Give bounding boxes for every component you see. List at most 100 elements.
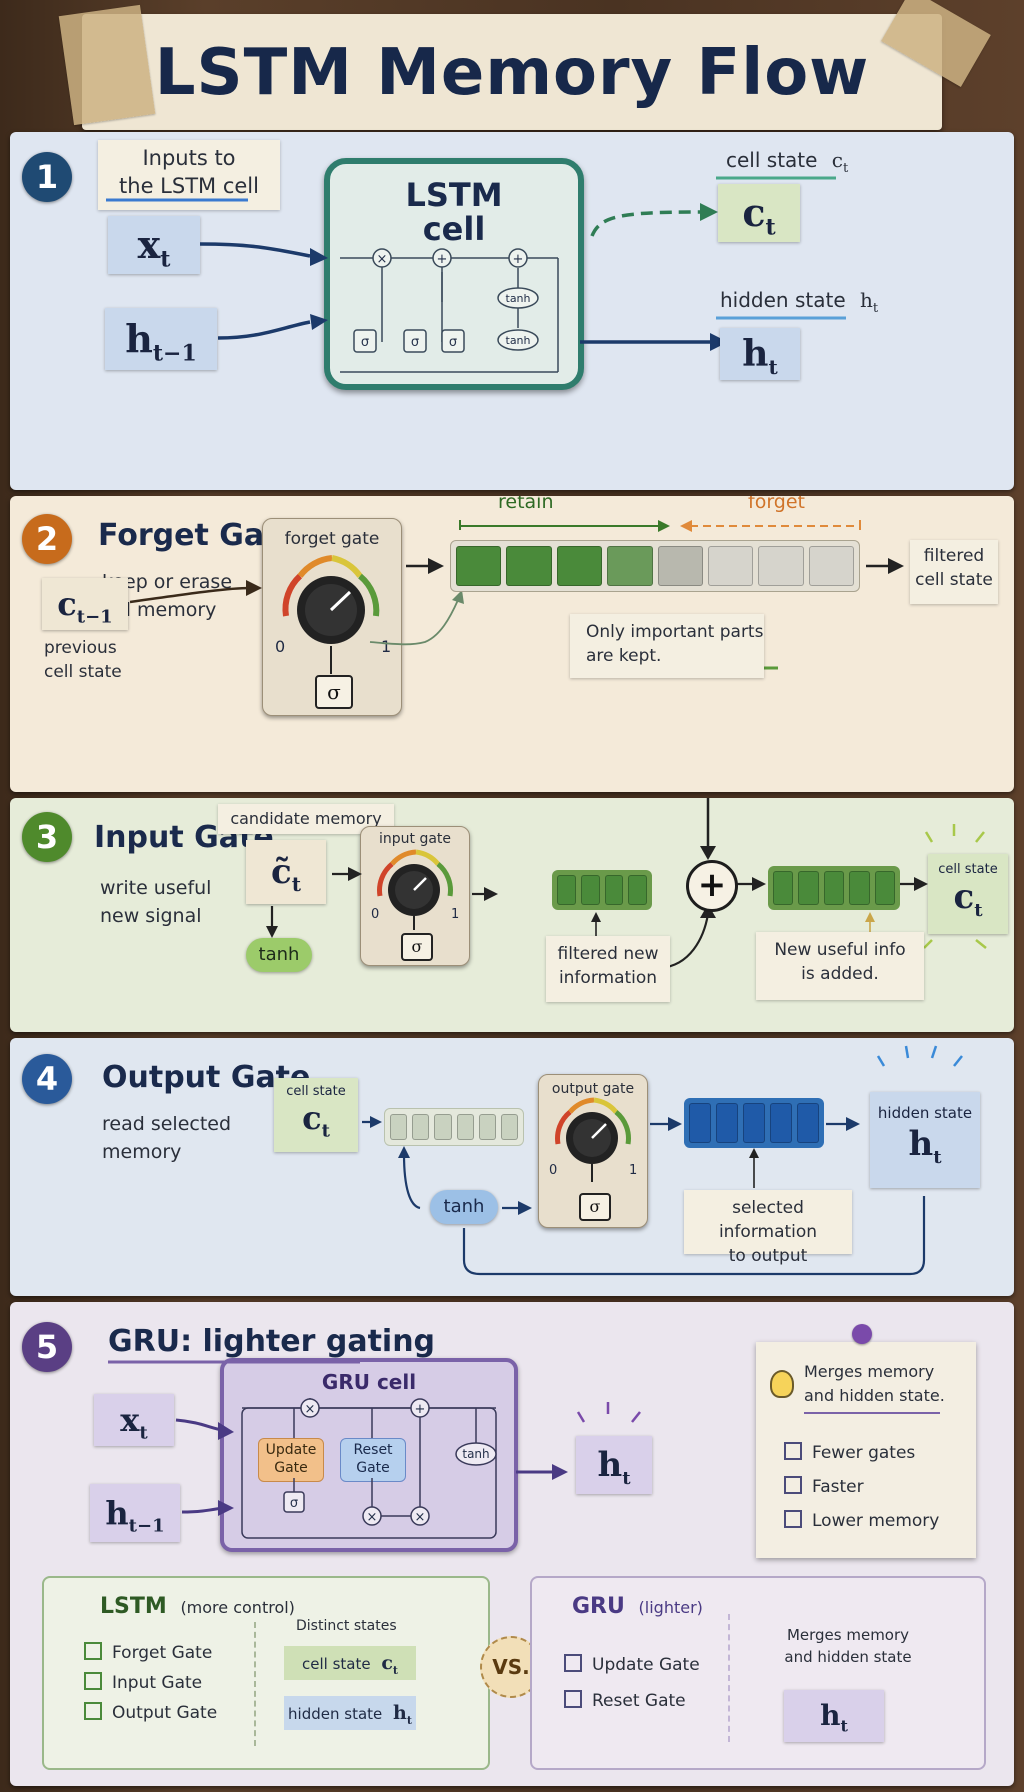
memory-block xyxy=(557,875,576,905)
input-gate-label: input gate xyxy=(378,831,452,847)
output-gate-graphics xyxy=(362,1045,963,1276)
memory-block xyxy=(773,871,794,905)
sticky-item-1: Fewer gates xyxy=(784,1442,915,1463)
checkbox-icon xyxy=(84,1702,102,1720)
lightbulb-icon xyxy=(770,1370,794,1398)
updated-memory-strip xyxy=(768,866,900,910)
gru-h-prev-symbol: h xyxy=(105,1494,129,1532)
gru-output-h-t: ht xyxy=(576,1436,652,1494)
memory-block xyxy=(770,1103,792,1143)
gru-op-multiply-1: × xyxy=(305,1402,316,1417)
output-hidden-state: hidden state ht xyxy=(870,1092,980,1188)
forget-memory-strip xyxy=(450,540,860,592)
memory-block xyxy=(456,546,502,586)
hidden-state-caption-sub: t xyxy=(872,301,879,316)
gru-input-h-prev: ht−1 xyxy=(90,1484,180,1542)
lstm-compare-title: LSTM (more control) xyxy=(100,1594,295,1619)
memory-block xyxy=(798,871,819,905)
c-prev-subscript: t−1 xyxy=(76,606,113,628)
step-number-3: 3 xyxy=(22,812,72,862)
forget-label: forget xyxy=(748,496,805,513)
section-forget-gate: 2 Forget Gate keep or erase old memory c… xyxy=(10,496,1014,792)
memory-block xyxy=(874,871,896,905)
forget-gate-label: forget gate xyxy=(284,529,380,549)
gru-x-t-subscript: t xyxy=(139,1422,148,1444)
selected-info-note: selected information to output xyxy=(684,1190,852,1266)
faded-memory-strip xyxy=(384,1108,524,1146)
input-x-t: xt xyxy=(108,216,200,274)
output-dial-max: 1 xyxy=(629,1163,638,1178)
memory-block xyxy=(657,546,703,586)
push-pin-icon xyxy=(852,1324,872,1344)
lstm-compare-subtitle: (more control) xyxy=(180,1598,295,1617)
memory-block xyxy=(808,546,854,586)
gru-merges-label: Merges memory and hidden state xyxy=(784,1626,912,1666)
gru-item-update: Update Gate xyxy=(564,1654,700,1675)
step-number-5: 5 xyxy=(22,1322,72,1372)
lstm-item-input-text: Input Gate xyxy=(112,1673,203,1693)
distinct-cell-sub: t xyxy=(392,1663,399,1677)
cell-state-caption-sym: c xyxy=(831,148,843,172)
lstm-tanh-2: tanh xyxy=(506,334,531,347)
memory-block xyxy=(434,1114,452,1140)
lstm-item-forget-text: Forget Gate xyxy=(112,1643,213,1663)
c-prev-box: ct−1 xyxy=(42,578,128,630)
memory-block xyxy=(797,1103,819,1143)
update-gate-box: Update Gate xyxy=(258,1438,324,1482)
output-sigma-box: σ xyxy=(579,1193,611,1221)
previous-cell-state-label: previous cell state xyxy=(44,638,122,682)
gru-op-add: + xyxy=(415,1402,426,1417)
candidate-tanh: tanh xyxy=(246,938,312,972)
output-tanh: tanh xyxy=(430,1190,498,1224)
gru-op-multiply-3: × xyxy=(415,1510,426,1525)
lstm-compare-card: LSTM (more control) Forget Gate Input Ga… xyxy=(42,1576,490,1770)
updated-c-t-subscript: t xyxy=(974,899,983,921)
title-banner: LSTM Memory Flow xyxy=(82,14,942,130)
checkbox-icon xyxy=(564,1654,582,1672)
c-t-subscript: t xyxy=(765,214,776,241)
lstm-item-input: Input Gate xyxy=(84,1672,202,1693)
cell-state-caption: cell state ct xyxy=(726,146,848,183)
memory-block xyxy=(500,1114,519,1140)
gru-title: GRU: lighter gating xyxy=(108,1324,436,1359)
filtered-cell-state-note: filtered cell state xyxy=(910,540,998,604)
distinct-hidden-state-text: hidden state xyxy=(288,1705,383,1723)
lstm-sigma-1: σ xyxy=(361,335,369,350)
selected-output-strip xyxy=(684,1098,824,1148)
input-gate-desc: write useful new signal xyxy=(100,877,212,927)
candidate-c-tilde: c̃t xyxy=(246,840,326,904)
section-inputs: 1 Inputs to the LSTM cell xt ht−1 LSTM c… xyxy=(10,132,1014,490)
memory-block xyxy=(607,546,653,586)
distinct-cell-state-text: cell state xyxy=(301,1655,371,1673)
checkbox-icon xyxy=(84,1672,102,1690)
sticky-item-1-text: Fewer gates xyxy=(812,1443,916,1463)
forget-sigma-box: σ xyxy=(315,675,353,709)
gru-merged-h-t: ht xyxy=(784,1690,884,1742)
lstm-item-output-text: Output Gate xyxy=(112,1703,218,1723)
output-c-t-subscript: t xyxy=(321,1120,330,1142)
memory-block xyxy=(707,546,754,586)
checkbox-icon xyxy=(564,1690,582,1708)
gru-h-prev-subscript: t−1 xyxy=(128,1515,165,1537)
input-dial-min: 0 xyxy=(371,907,380,922)
memory-block xyxy=(456,1114,474,1140)
memory-block xyxy=(506,546,552,586)
distinct-hidden-sub: t xyxy=(406,1713,412,1727)
distinct-hidden-sym: h xyxy=(393,1702,407,1724)
input-sigma-box: σ xyxy=(401,933,433,961)
output-hidden-label: hidden state xyxy=(877,1104,973,1122)
gru-item-update-text: Update Gate xyxy=(592,1655,700,1675)
gru-item-reset-text: Reset Gate xyxy=(592,1691,686,1711)
memory-block xyxy=(689,1103,711,1143)
step-number-1: 1 xyxy=(22,152,72,202)
distinct-hidden-state: hidden state ht xyxy=(284,1696,416,1730)
memory-block xyxy=(743,1103,765,1143)
add-operator: + xyxy=(686,860,738,912)
memory-block xyxy=(604,875,624,905)
memory-block xyxy=(580,875,600,905)
output-h-t-symbol: h xyxy=(908,1124,934,1164)
inputs-note: Inputs to the LSTM cell xyxy=(98,140,280,210)
forget-gate-box: forget gate 0 1 σ xyxy=(262,518,402,716)
lstm-cell-wiring: × + + σ σ σ tanh tanh xyxy=(106,176,846,373)
gru-item-reset: Reset Gate xyxy=(564,1690,686,1711)
